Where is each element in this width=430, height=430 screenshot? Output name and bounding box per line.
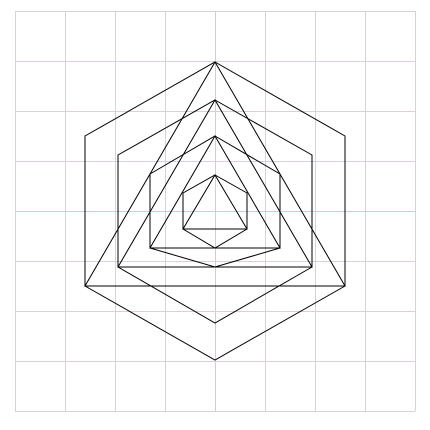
- hexagon-3: [149, 135, 281, 268]
- hexagon-4: [182, 174, 248, 249]
- grid: [15, 11, 416, 412]
- hexagon-1: [84, 61, 346, 361]
- nested-shapes: [84, 61, 346, 361]
- triangle-4: [182, 174, 248, 230]
- hexagon-2: [117, 99, 313, 324]
